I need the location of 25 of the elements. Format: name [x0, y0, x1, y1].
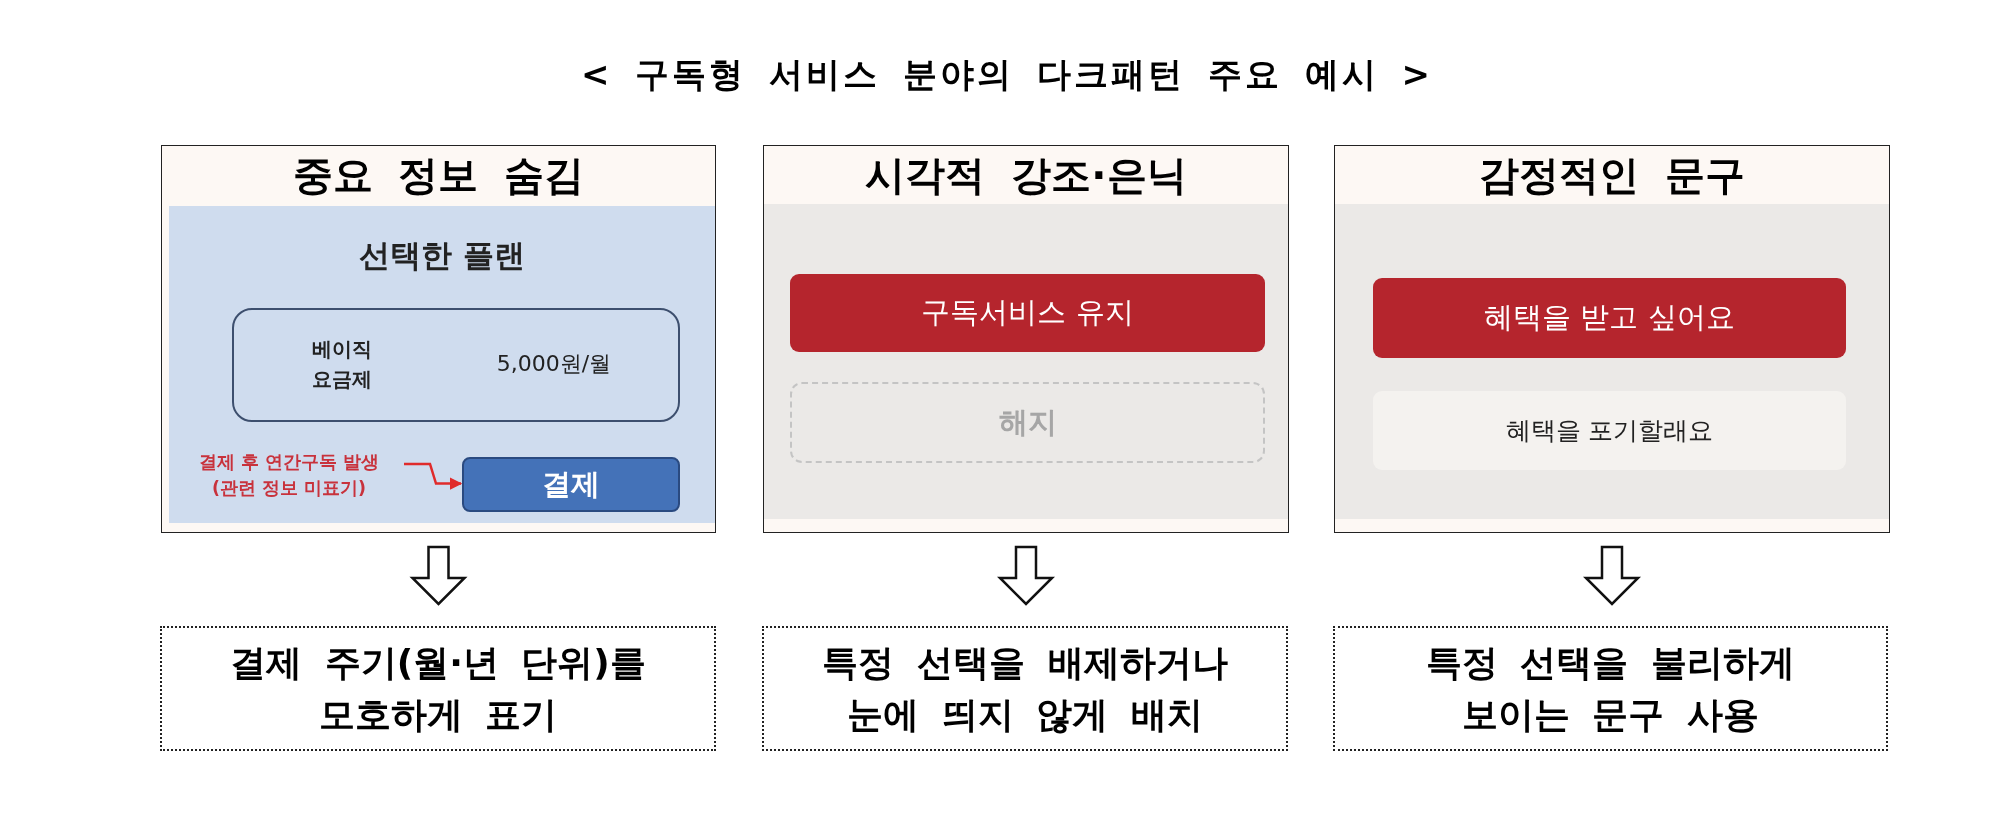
plan-name: 베이직 요금제 — [312, 336, 373, 393]
down-arrow — [997, 545, 1055, 606]
secondary-button: 혜택을 포기할래요 — [1373, 391, 1846, 470]
summary-box: 특정 선택을 배제하거나 눈에 띄지 않게 배치 — [762, 626, 1288, 751]
cancel-button: 해지 — [790, 382, 1265, 463]
callout-text: 결제 후 연간구독 발생 (관련 정보 미표기) — [177, 447, 401, 503]
panel-card — [1334, 145, 1890, 533]
panel-card — [161, 145, 716, 533]
summary-box: 특정 선택을 불리하게 보이는 문구 사용 — [1333, 626, 1888, 751]
panel-heading: 시각적 강조·은닉 — [864, 150, 1188, 200]
primary-button: 구독서비스 유지 — [790, 274, 1265, 352]
panel-card — [763, 145, 1289, 533]
screen-heading: 선택한 플랜 — [358, 236, 526, 275]
panel-heading: 감정적인 문구 — [1478, 150, 1746, 200]
primary-button: 혜택을 받고 싶어요 — [1373, 278, 1846, 358]
down-arrow — [409, 545, 468, 606]
panel-heading: 중요 정보 숨김 — [291, 150, 586, 200]
callout-arrow — [404, 462, 463, 490]
summary-box: 결제 주기(월·년 단위)를 모호하게 표기 — [160, 626, 716, 751]
plan-price: 5,000원/월 — [495, 350, 613, 378]
plan-card — [232, 308, 680, 422]
plan-screen — [169, 206, 715, 523]
title: < 구독형 서비스 분야의 다크패턴 주요 예시 > — [580, 53, 1434, 96]
down-arrow — [1583, 545, 1641, 606]
pay-button: 결제 — [462, 457, 680, 512]
